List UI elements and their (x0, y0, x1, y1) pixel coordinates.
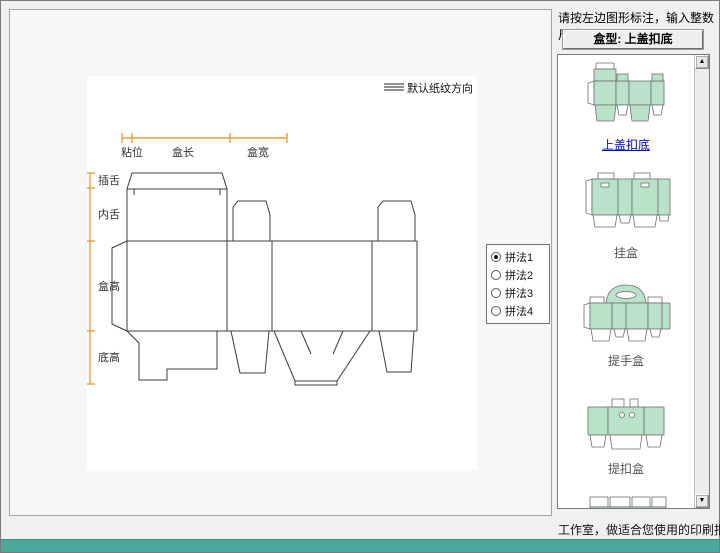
scroll-up-icon: ▲ (698, 58, 706, 65)
radio-pinfa-4[interactable]: 拼法4 (491, 302, 545, 320)
radio-label: 拼法1 (505, 252, 534, 264)
box-type-label[interactable]: 挂盒 (613, 246, 638, 260)
radio-pinfa-2[interactable]: 拼法2 (491, 266, 545, 284)
top-dimension-ruler (121, 133, 288, 143)
box-type-item[interactable]: 上盖扣底 (558, 55, 694, 163)
box-type-label[interactable]: 上盖扣底 (601, 138, 650, 152)
radio-label: 拼法2 (505, 270, 534, 282)
box-thumbnail[interactable] (558, 169, 694, 241)
scroll-down-icon: ▼ (698, 497, 706, 504)
dieline-drawing: 默认纸纹方向 粘位 盒长 盒宽 (87, 81, 473, 386)
box-thumbnail[interactable] (558, 61, 694, 133)
box-thumbnail[interactable] (558, 277, 694, 349)
dim-label-tuck: 插舌 (98, 173, 120, 187)
radio-pinfa-3[interactable]: 拼法3 (491, 284, 545, 302)
box-type-label[interactable]: 提手盒 (607, 354, 644, 368)
dim-label-box-height: 盒高 (98, 279, 120, 293)
box-type-list-content: 上盖扣底 (558, 55, 694, 508)
box-thumbnail[interactable] (558, 493, 694, 508)
statusbar-text: 工作室，做适合您使用的印刷报价软件 (558, 523, 720, 537)
scroll-up-button[interactable]: ▲ (695, 55, 709, 69)
box-type-item[interactable] (558, 487, 694, 508)
radio-label: 拼法3 (505, 288, 534, 300)
dieline-paths (111, 172, 418, 386)
box-type-item[interactable]: 挂盒 (558, 163, 694, 271)
box-type-label[interactable]: 提扣盒 (607, 462, 644, 476)
box-type-item[interactable]: 提扣盒 (558, 379, 694, 487)
dim-label-width: 盒宽 (247, 145, 269, 159)
dieline-canvas: 默认纸纹方向 粘位 盒长 盒宽 (87, 76, 477, 470)
design-canvas-panel: 默认纸纹方向 粘位 盒长 盒宽 (9, 9, 552, 516)
left-dimension-ruler (87, 172, 95, 385)
box-type-header[interactable]: 盒型: 上盖扣底 (563, 30, 703, 49)
bottom-accent-bar (1, 539, 719, 552)
radio-icon[interactable] (491, 270, 501, 280)
layout-options-panel: 拼法1 拼法2 拼法3 拼法4 (486, 244, 550, 324)
radio-pinfa-1[interactable]: 拼法1 (491, 248, 545, 266)
box-type-item[interactable]: 提手盒 (558, 271, 694, 379)
scroll-down-button[interactable]: ▼ (695, 494, 709, 508)
grain-direction-label: 默认纸纹方向 (407, 81, 473, 95)
radio-label: 拼法4 (505, 306, 534, 318)
radio-icon[interactable] (491, 252, 501, 262)
radio-icon[interactable] (491, 288, 501, 298)
dim-label-glue: 粘位 (121, 145, 143, 159)
box-type-list: 上盖扣底 (557, 54, 710, 509)
radio-icon[interactable] (491, 306, 501, 316)
dim-label-base-height: 底高 (98, 350, 120, 364)
box-thumbnail[interactable] (558, 385, 694, 457)
dim-label-length: 盒长 (172, 145, 194, 159)
grain-direction-icon (384, 83, 404, 91)
dim-label-inner-flap: 内舌 (98, 207, 120, 221)
scrollbar[interactable]: ▲ ▼ (694, 55, 709, 508)
